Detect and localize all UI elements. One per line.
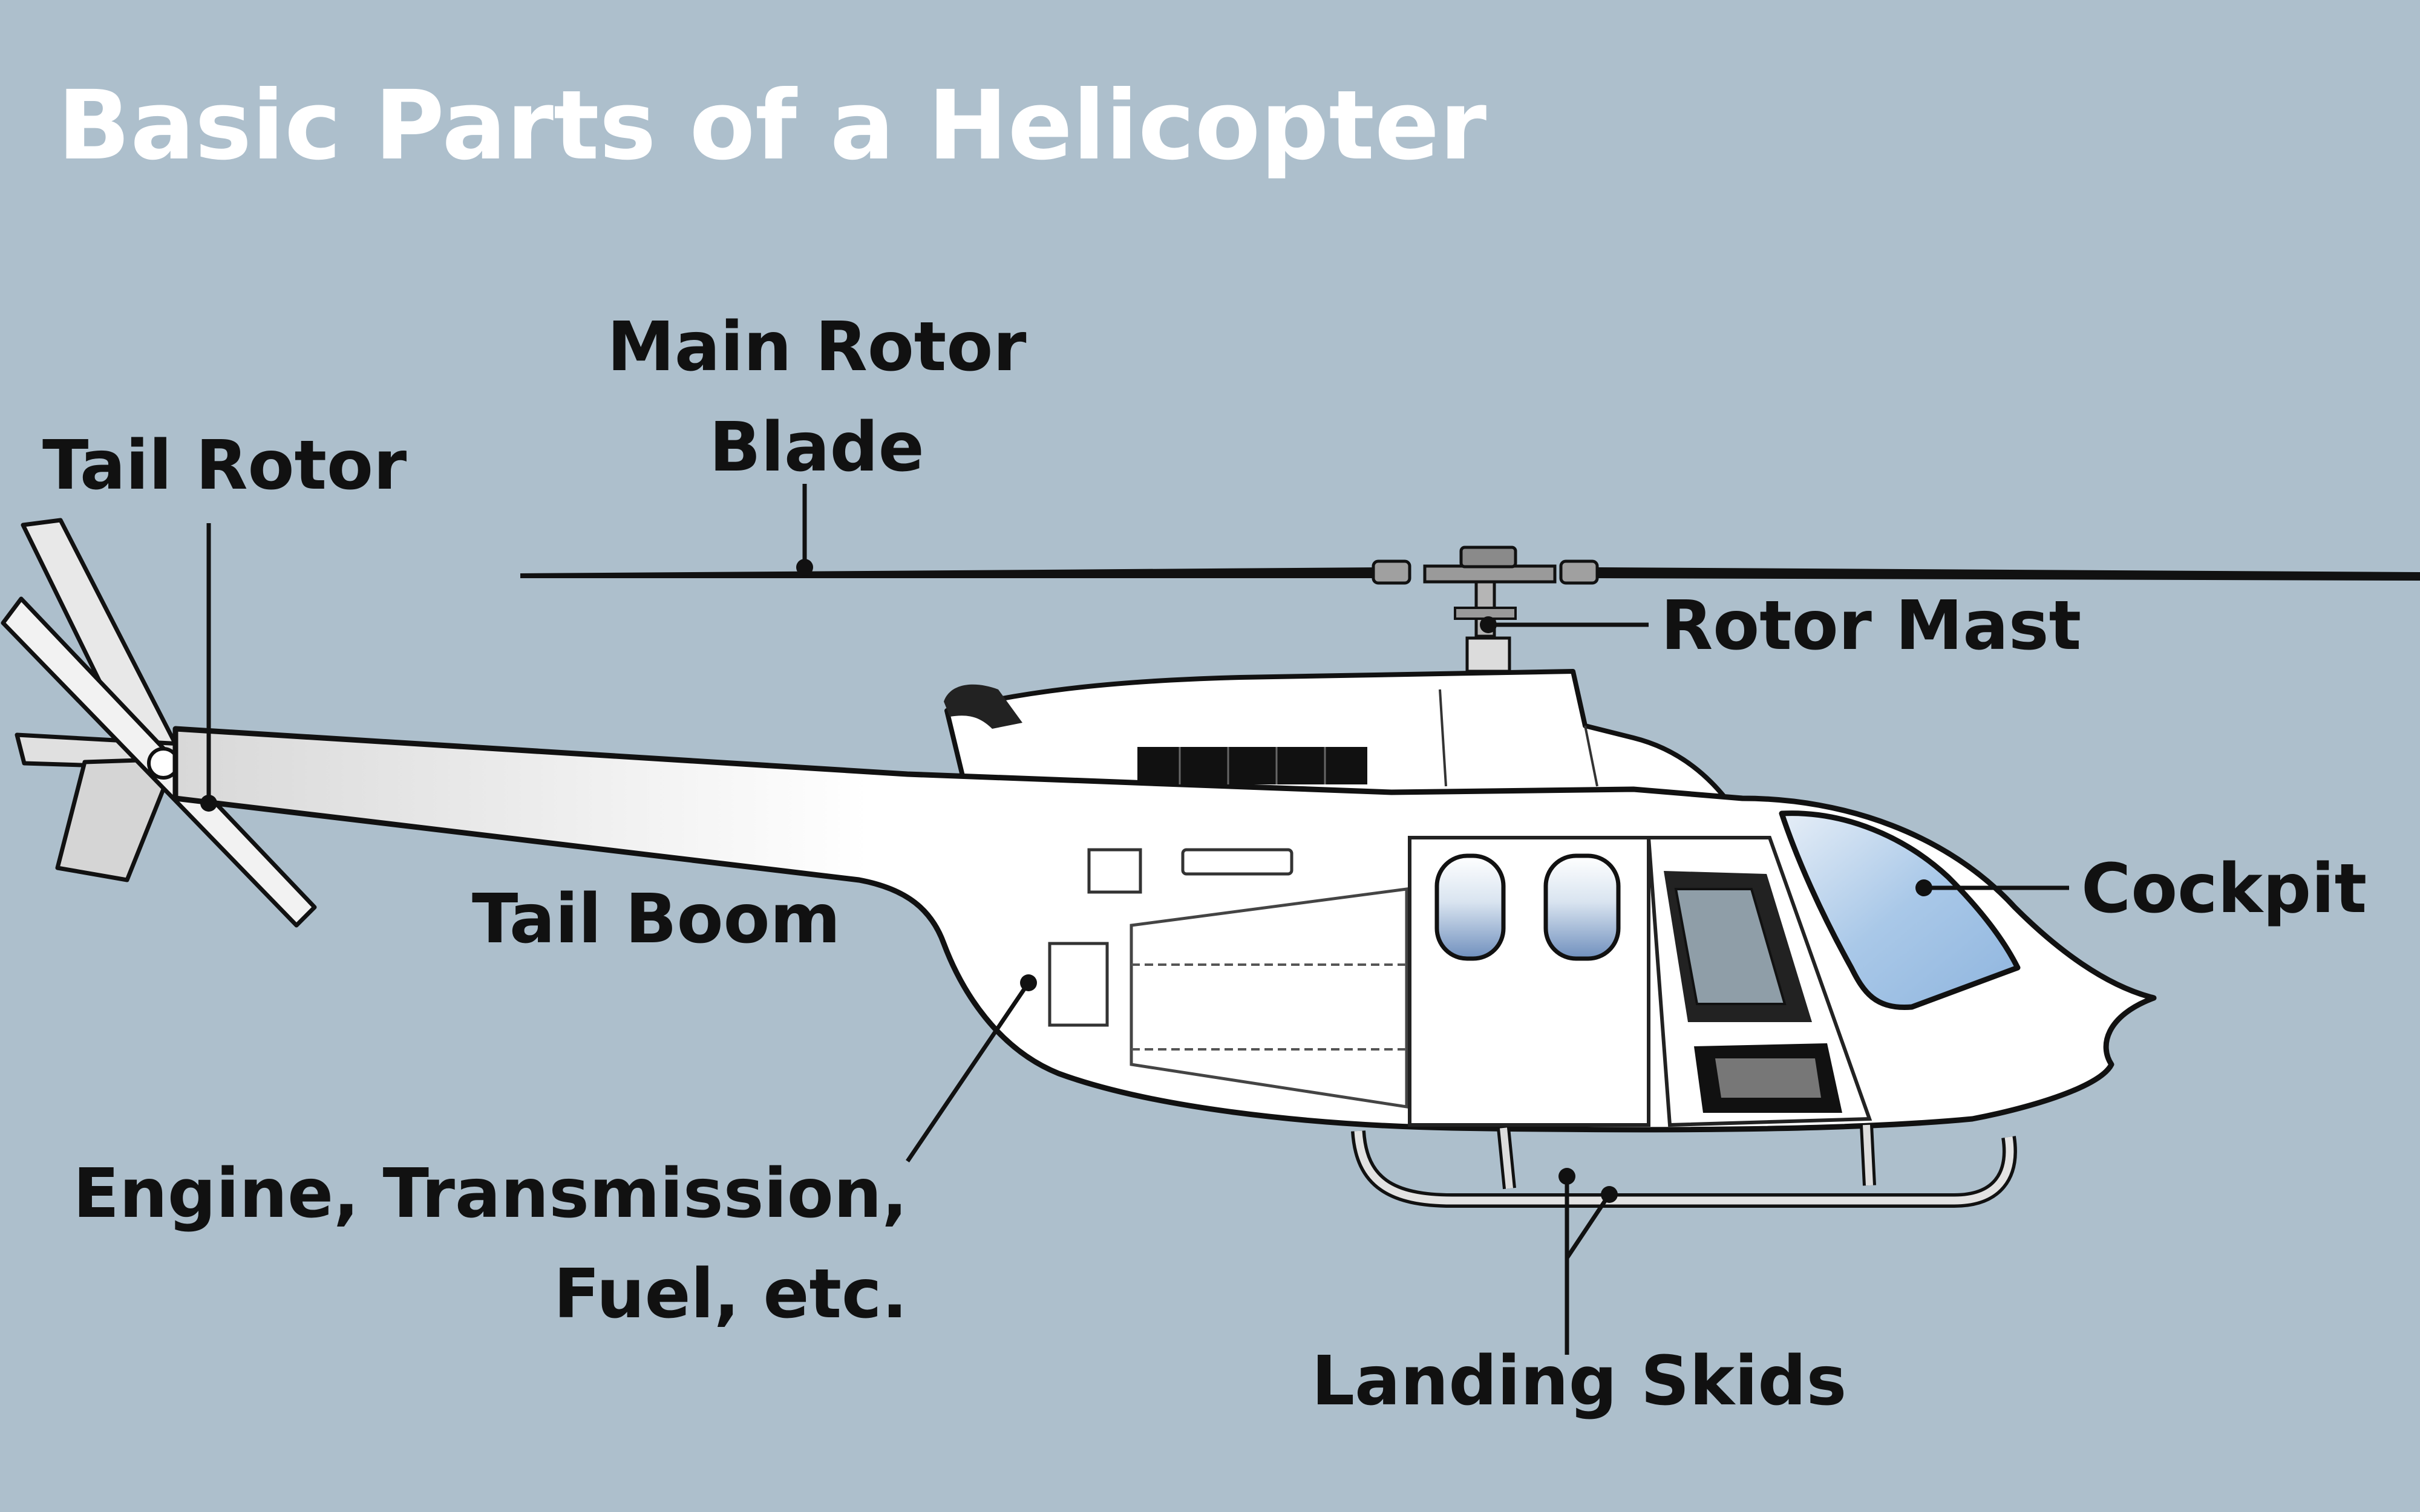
engine-leader-dot: [1020, 974, 1037, 991]
engine-leader: [906, 982, 1030, 1162]
cockpit-windshield: [1779, 810, 2021, 1011]
diagram-title: Basic Parts of a Helicopter: [57, 70, 1486, 181]
tail-rotor-leader-dot: [200, 795, 217, 812]
label-main-rotor-line1: Main Rotor: [607, 308, 1026, 386]
part-labels: Tail Rotor Main Rotor Blade Rotor Mast C…: [42, 308, 2367, 1421]
landing-skids: [1351, 1124, 2017, 1208]
label-tail-rotor: Tail Rotor: [42, 426, 407, 505]
label-main-rotor-line2: Blade: [709, 408, 924, 487]
main-rotor-blade: [520, 546, 2420, 585]
label-engine-line2: Fuel, etc.: [554, 1255, 908, 1334]
cockpit-leader-dot: [1915, 879, 1932, 896]
landing-skids-leader-dot-2: [1601, 1186, 1618, 1203]
label-rotor-mast: Rotor Mast: [1661, 587, 2081, 665]
label-cockpit: Cockpit: [2081, 850, 2367, 928]
fuselage: [172, 669, 2157, 1133]
leader-lines: [200, 484, 2069, 1355]
main-rotor-leader-dot: [796, 559, 813, 576]
landing-skids-leader-dot-1: [1558, 1168, 1575, 1185]
tail-rotor: [1, 518, 317, 928]
label-tail-boom: Tail Boom: [472, 880, 840, 959]
rotor-mast-leader-dot: [1480, 616, 1497, 633]
label-landing-skids: Landing Skids: [1312, 1342, 1847, 1421]
label-engine-line1: Engine, Transmission,: [73, 1155, 908, 1233]
landing-skids-leader: [1565, 1176, 1611, 1355]
rotor-mast: [1454, 580, 1517, 673]
